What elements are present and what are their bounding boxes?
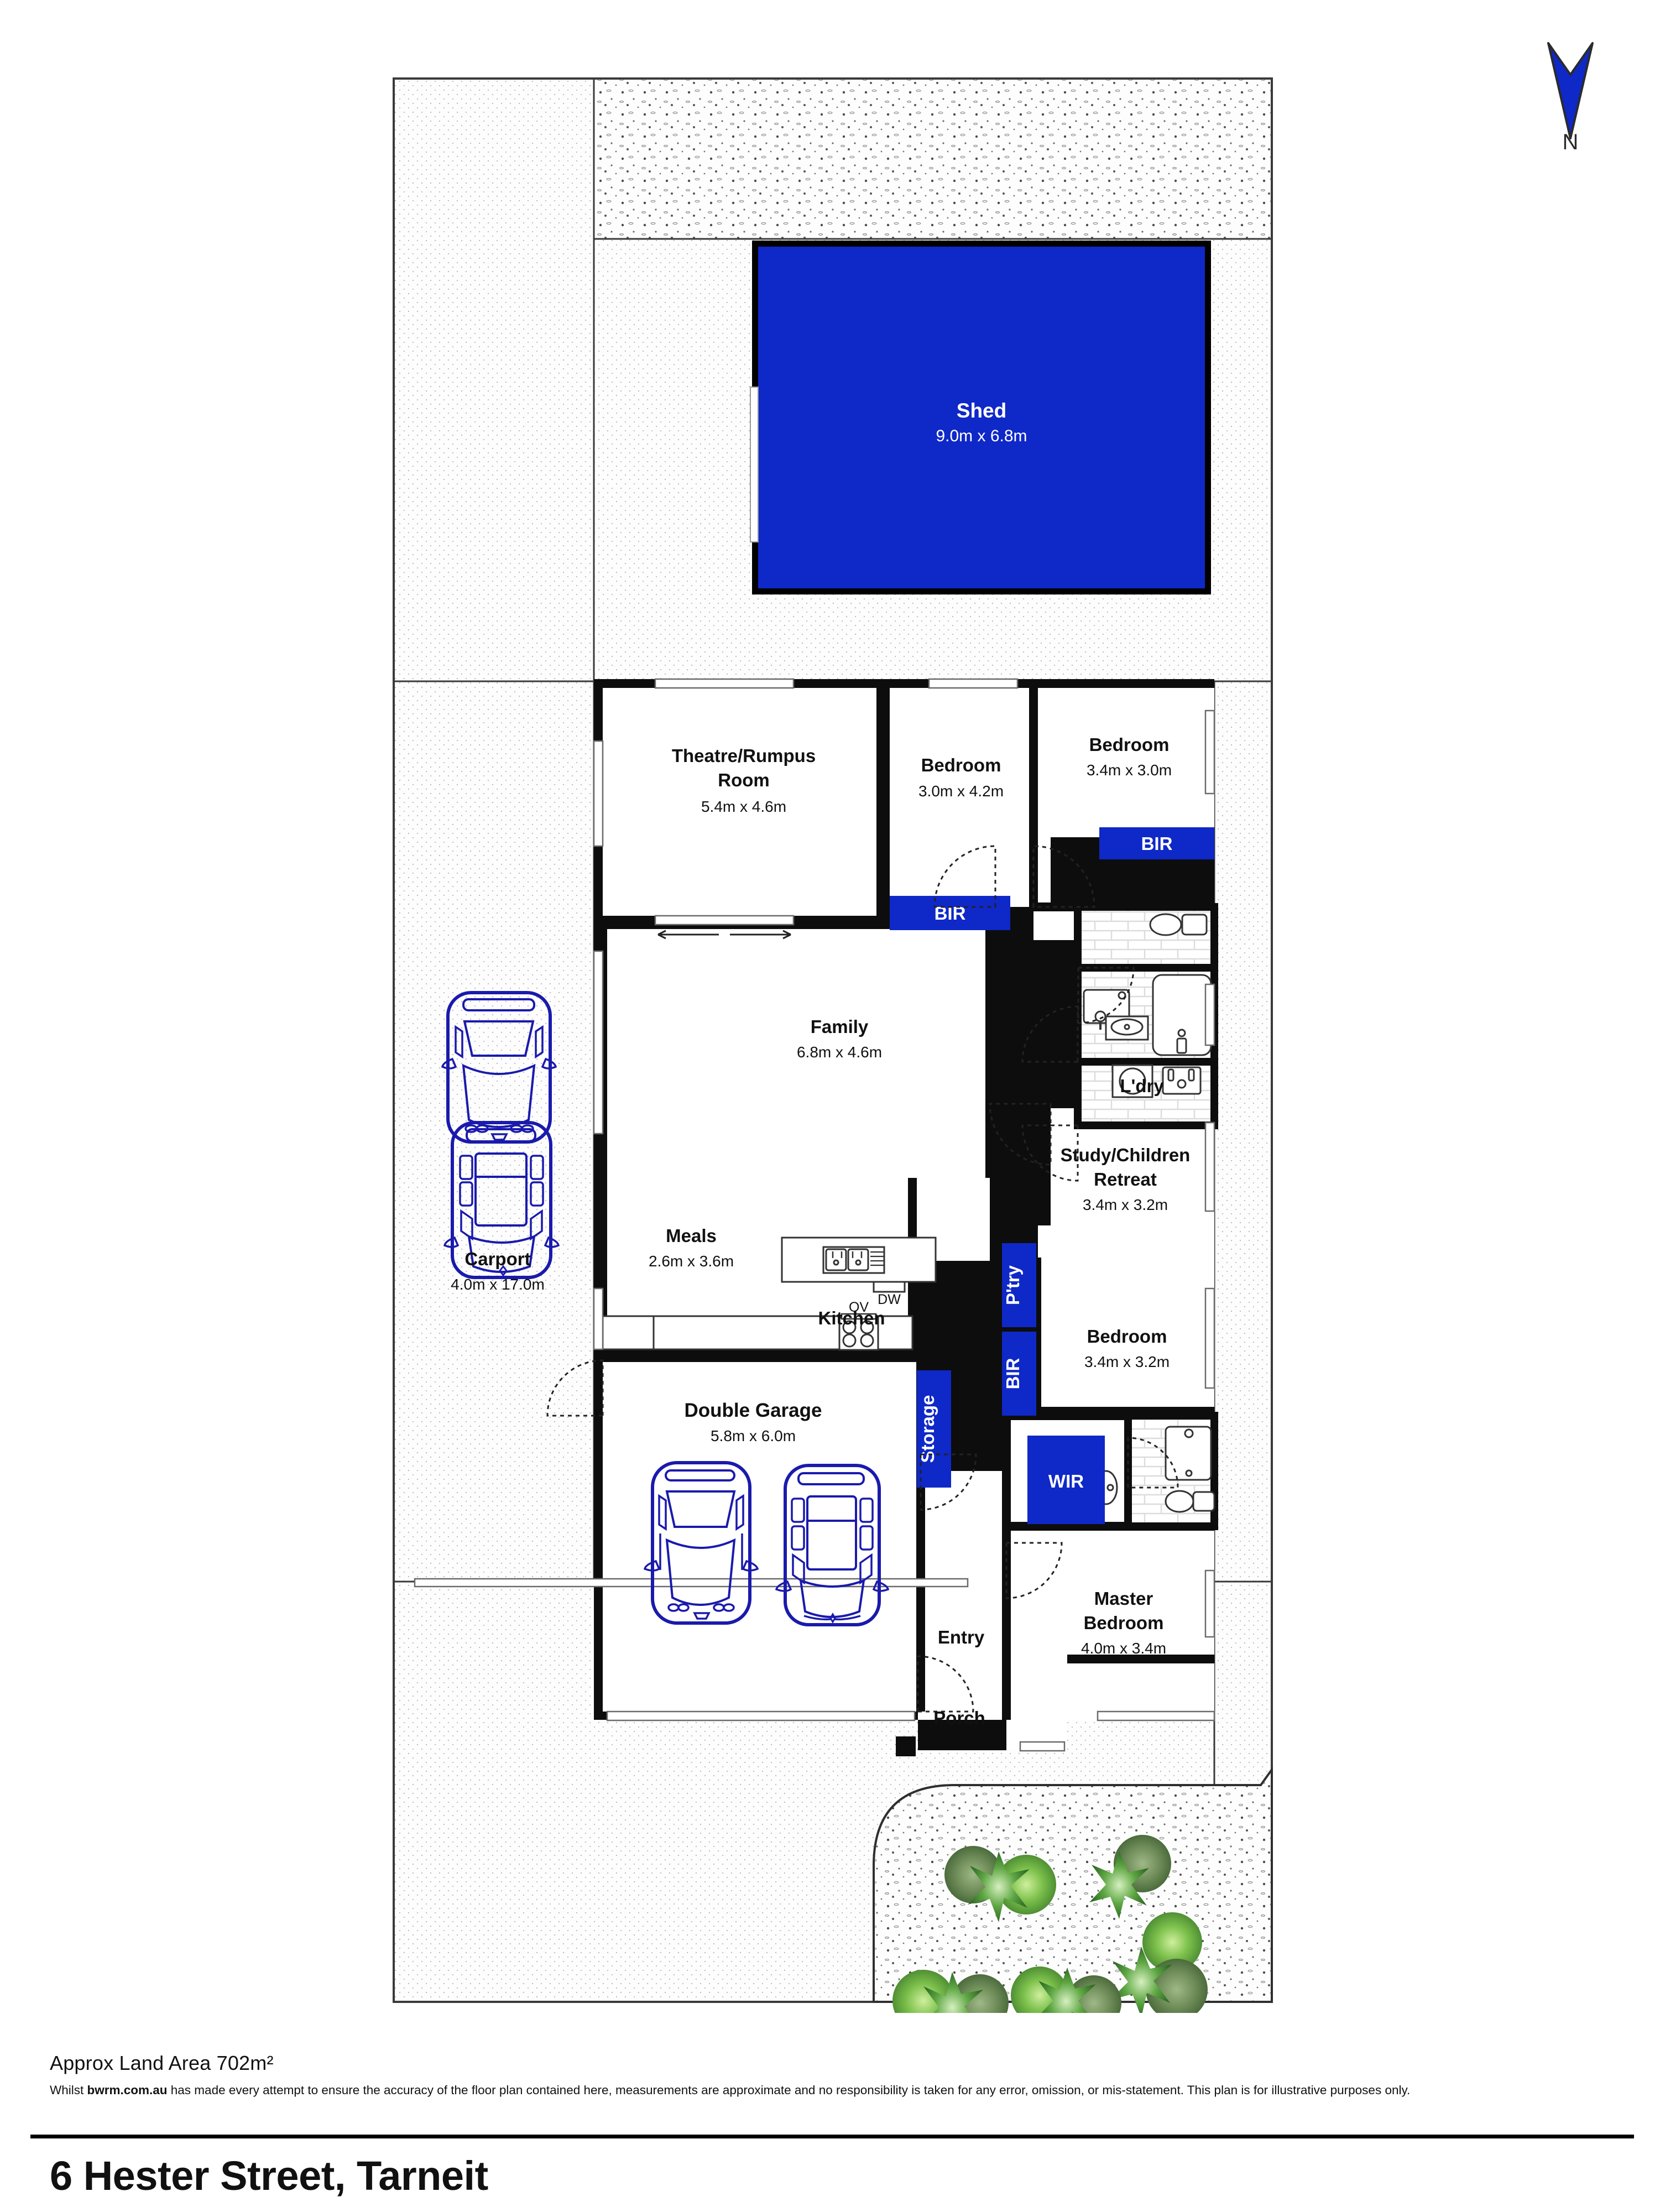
closets: BIR BIR P'try BIR Storage WIR	[890, 827, 1214, 1524]
family-dim: 6.8m x 4.6m	[797, 1044, 882, 1061]
disclaimer-suffix: has made every attempt to ensure the acc…	[167, 2083, 1411, 2097]
kitchen-name: Kitchen	[818, 1308, 885, 1328]
north-label: N	[1562, 130, 1579, 154]
windows	[414, 678, 1215, 1752]
theatre-name: Theatre/Rumpus	[672, 745, 816, 766]
meals-dim: 2.6m x 3.6m	[649, 1253, 734, 1270]
dishwasher-icon	[873, 1281, 906, 1293]
bedroom-4-name: Bedroom	[1087, 1326, 1167, 1347]
room-labels: Theatre/Rumpus Room 5.4m x 4.6m Bedroom …	[451, 734, 1190, 1728]
disclaimer-prefix: Whilst	[50, 2083, 87, 2097]
master-name: Master	[1094, 1588, 1153, 1609]
garage-dim: 5.8m x 6.0m	[711, 1427, 796, 1444]
shrub-cluster-2	[1089, 1835, 1171, 1919]
bedroom-3-name: Bedroom	[1089, 734, 1170, 755]
shed-dim: 9.0m x 6.8m	[936, 427, 1027, 445]
north-arrow-icon	[1547, 42, 1594, 139]
entry-name: Entry	[938, 1627, 985, 1647]
carport-name: Carport	[464, 1249, 530, 1269]
car-garage-2	[775, 1464, 890, 1626]
kitchen-fixtures: DW OV	[602, 1237, 937, 1351]
closet-label-ptry: P'try	[1003, 1265, 1023, 1305]
land-area-text: Approx Land Area 702m²	[50, 2052, 274, 2074]
front-driveway	[873, 1766, 1273, 2003]
closet-label-bir-bed4: BIR	[1003, 1358, 1023, 1389]
theatre-dim: 5.4m x 4.6m	[701, 798, 786, 815]
study-name2: Retreat	[1094, 1169, 1157, 1190]
closet-label-storage: Storage	[917, 1395, 938, 1463]
ensuite-shower-icon	[1165, 1426, 1212, 1481]
theatre-name2: Room	[718, 770, 770, 790]
bedroom-2-dim: 3.0m x 4.2m	[918, 782, 1004, 800]
oven-cooktop-icon	[838, 1313, 879, 1351]
vanity-basin-icon	[1105, 1015, 1149, 1041]
plan-svg: Shed 9.0m x 6.8m	[393, 77, 1273, 2043]
door-swings	[546, 845, 1179, 1713]
porch-name: Porch	[933, 1708, 985, 1728]
dishwasher-label: DW	[878, 1292, 901, 1307]
carport-dim: 4.0m x 17.0m	[451, 1276, 545, 1293]
north-indicator: N	[1515, 33, 1626, 166]
page-footer: Approx Land Area 702m² Whilst bwrm.com.a…	[0, 2024, 1660, 2212]
bedroom-3-dim: 3.4m x 3.0m	[1087, 761, 1172, 779]
plumbing-fixtures	[1083, 913, 1215, 1513]
toilet-icon	[1149, 913, 1208, 936]
footer-divider	[30, 2135, 1634, 2138]
shrub-cluster-3	[1110, 1912, 1208, 2021]
shrub-cluster-1	[944, 1846, 1056, 1922]
washing-machine-icon	[1111, 1064, 1153, 1098]
laundry-trough-icon	[1162, 1066, 1202, 1095]
bathtub-icon	[1152, 974, 1212, 1056]
study-dim: 3.4m x 3.2m	[1083, 1196, 1168, 1213]
floor-plan-drawing: Shed 9.0m x 6.8m	[393, 77, 1273, 2043]
disclaimer-brand: bwrm.com.au	[87, 2083, 168, 2097]
bedroom-2-name: Bedroom	[921, 755, 1001, 775]
fridge-icon	[602, 1315, 655, 1350]
closet-label-wir: WIR	[1048, 1471, 1084, 1491]
family-name: Family	[811, 1016, 869, 1037]
oven-label: OV	[849, 1300, 869, 1315]
master-name2: Bedroom	[1084, 1613, 1164, 1633]
shed-name: Shed	[957, 399, 1006, 422]
bedroom-4-dim: 3.4m x 3.2m	[1084, 1353, 1170, 1370]
property-address: 6 Hester Street, Tarneit	[50, 2153, 488, 2199]
car-garage-1	[643, 1461, 759, 1625]
laundry-name: L'dry	[1120, 1076, 1164, 1096]
vehicles	[441, 991, 890, 1626]
kitchen-sink-icon	[822, 1246, 885, 1274]
porch-post	[896, 1736, 916, 1756]
car-carport-2	[443, 1121, 560, 1279]
garage-name: Double Garage	[685, 1400, 822, 1421]
shed-room: Shed 9.0m x 6.8m	[750, 241, 1211, 594]
ensuite-toilet-icon	[1165, 1490, 1215, 1513]
study-name: Study/Children	[1061, 1145, 1191, 1165]
master-dim: 4.0m x 3.4m	[1081, 1640, 1166, 1657]
disclaimer-text: Whilst bwrm.com.au has made every attemp…	[50, 2083, 1609, 2098]
meals-name: Meals	[666, 1225, 717, 1246]
closet-label-bir-bed3: BIR	[1141, 833, 1173, 854]
